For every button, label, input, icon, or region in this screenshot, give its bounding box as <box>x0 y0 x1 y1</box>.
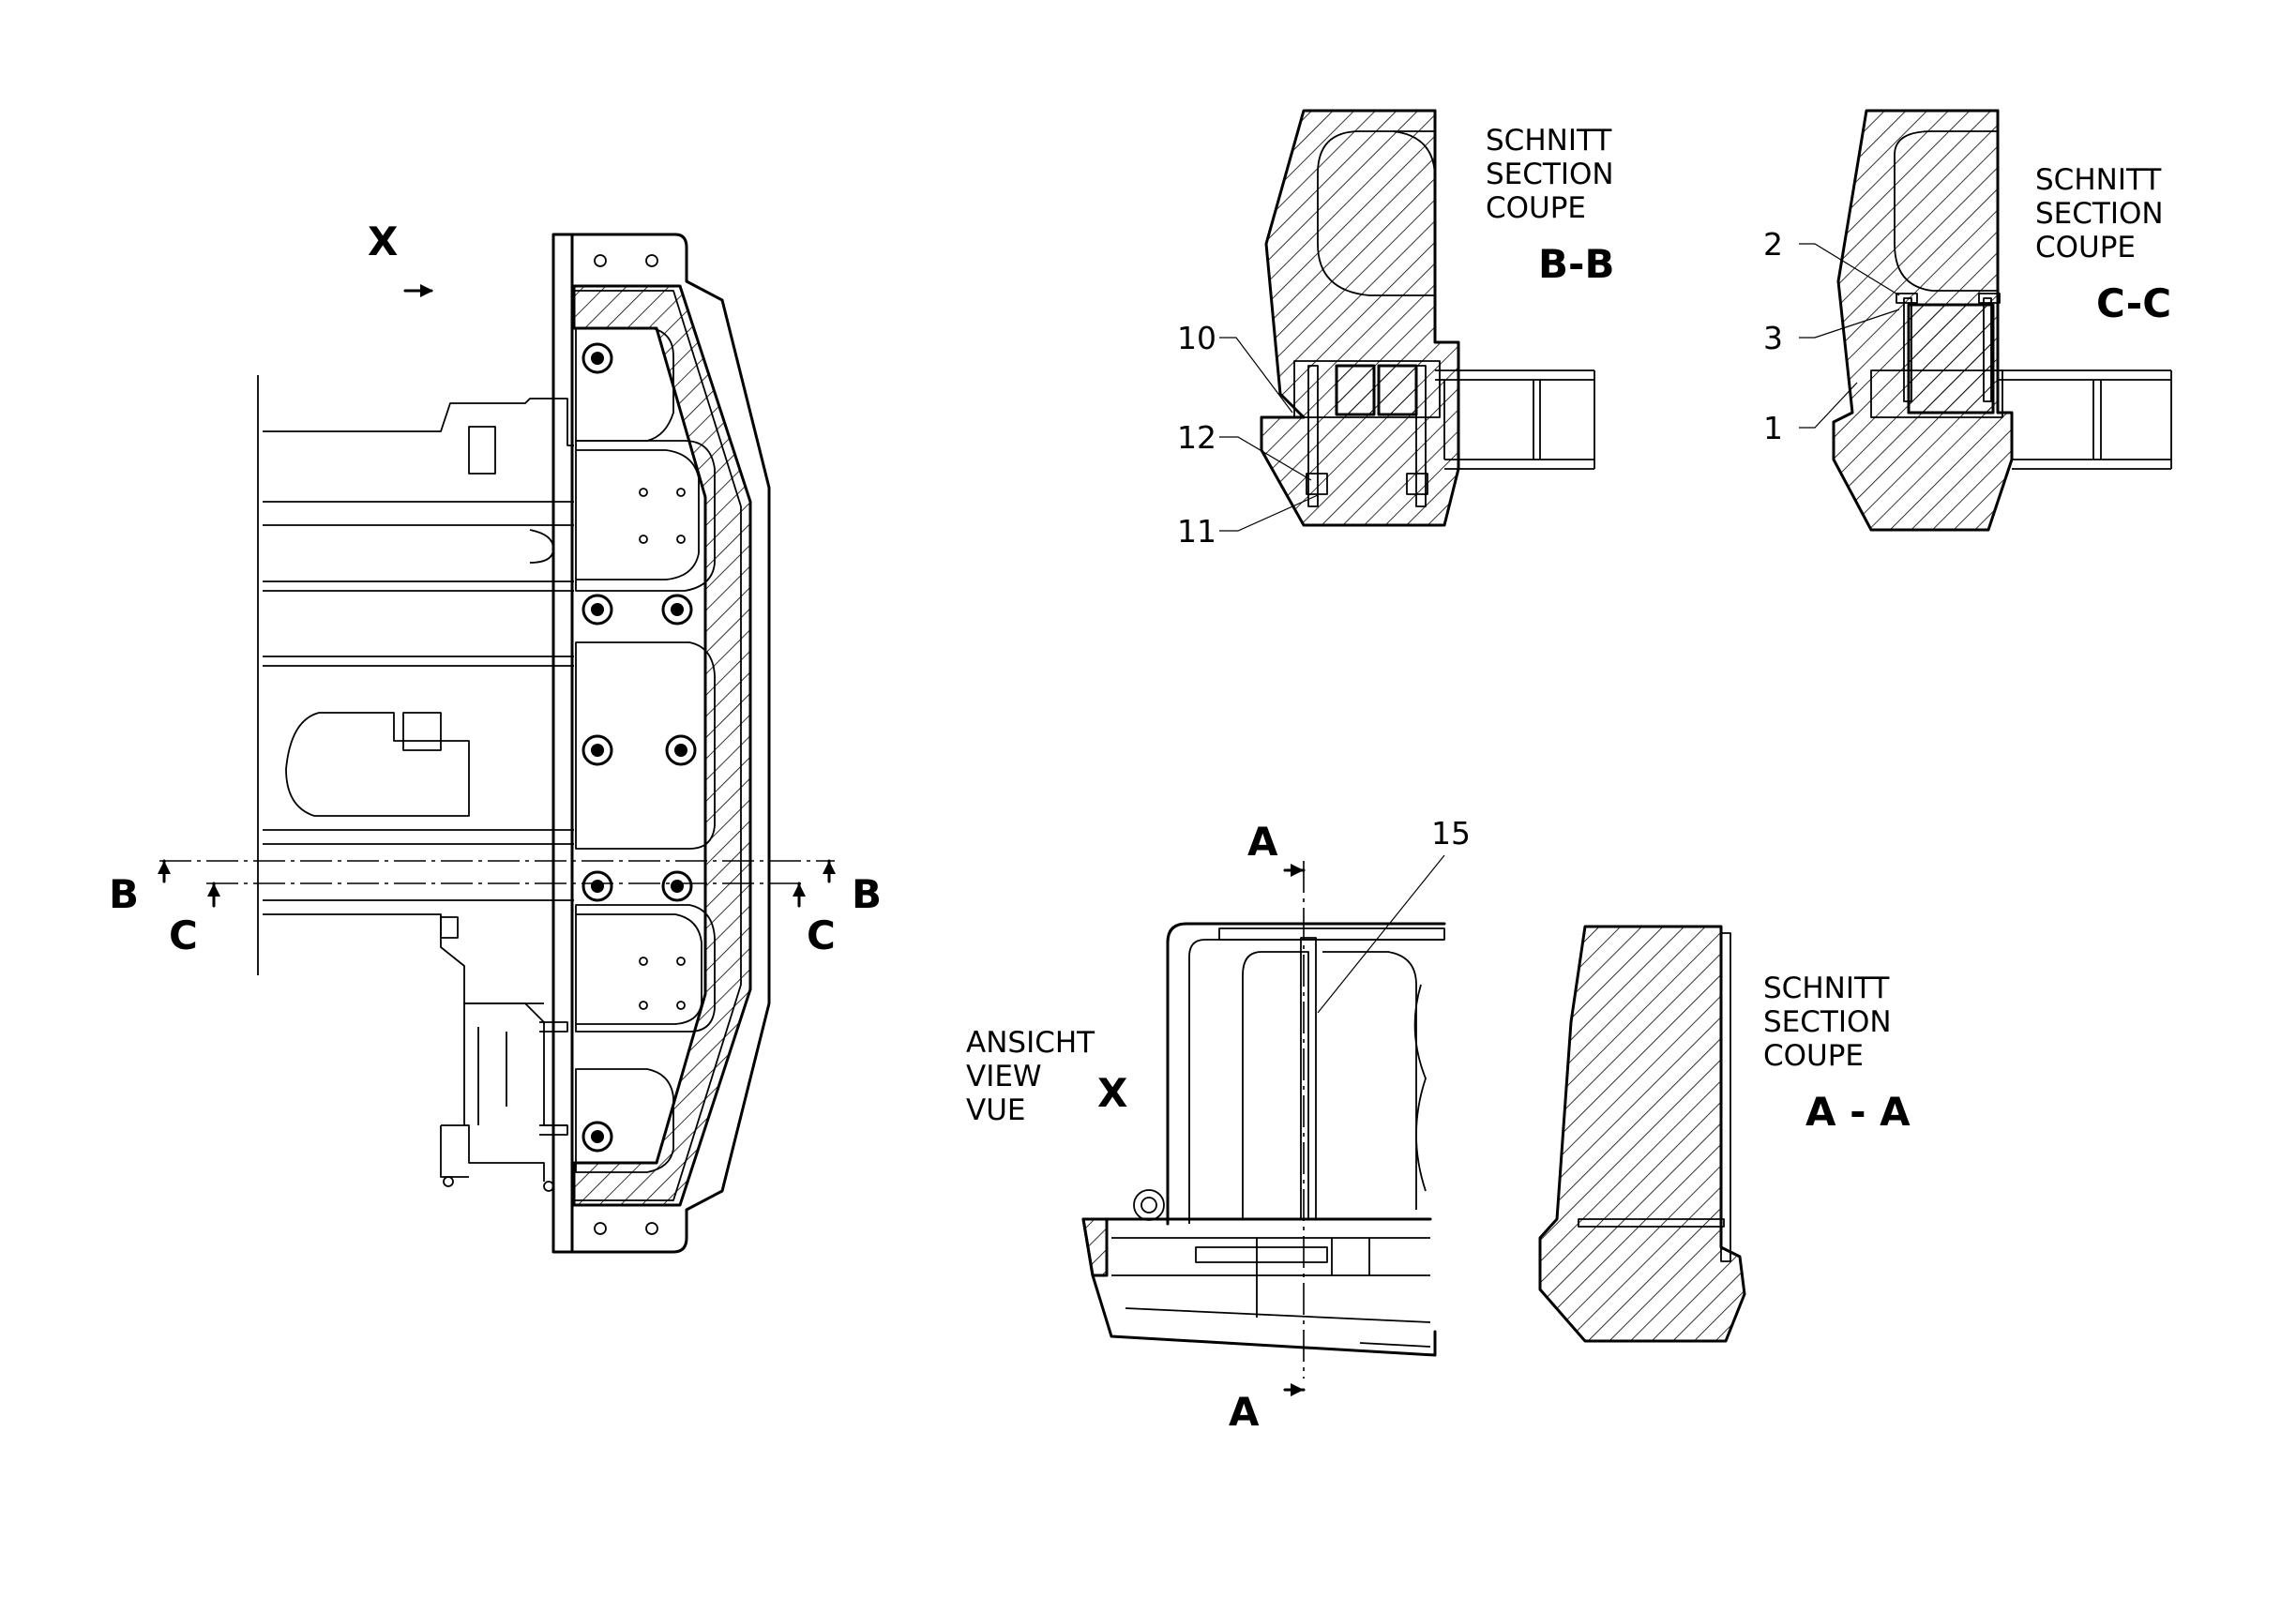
callout-15: 15 <box>1431 815 1471 852</box>
svg-text:COUPE: COUPE <box>1486 191 1586 225</box>
svg-text:B: B <box>852 871 882 917</box>
callout-12: 12 <box>1177 419 1216 456</box>
section-aa-title: A - A <box>1805 1089 1911 1135</box>
svg-text:SCHNITT: SCHNITT <box>1763 972 1890 1005</box>
marker-a-top: A <box>1247 819 1278 865</box>
machine-frame <box>257 375 574 1192</box>
svg-text:C: C <box>169 912 198 958</box>
svg-text:SCHNITT: SCHNITT <box>1486 124 1612 158</box>
section-aa-view: SCHNITT SECTION COUPE A - A <box>1538 925 1911 1343</box>
section-b-right: B <box>823 859 882 917</box>
svg-text:SECTION: SECTION <box>2035 197 2164 231</box>
callout-2: 2 <box>1763 226 1783 263</box>
svg-text:SECTION: SECTION <box>1763 1005 1892 1039</box>
callout-3: 3 <box>1763 320 1783 356</box>
callout-11: 11 <box>1177 513 1216 550</box>
view-x-detail: ANSICHT VIEW VUE X A A 15 <box>966 815 1471 1435</box>
view-x-marker: X <box>368 219 398 264</box>
section-b-left: B <box>109 859 171 917</box>
svg-text:C: C <box>807 912 836 958</box>
section-c-left: C <box>169 882 220 958</box>
svg-text:SCHNITT: SCHNITT <box>2035 163 2162 197</box>
section-cc-view: SCHNITT SECTION COUPE C-C 2 3 1 <box>1763 109 2172 532</box>
section-bb-title: B-B <box>1538 241 1614 287</box>
svg-text:ANSICHT: ANSICHT <box>966 1026 1095 1060</box>
marker-a-bottom: A <box>1229 1389 1260 1435</box>
svg-text:VIEW: VIEW <box>966 1060 1042 1093</box>
section-cc-title: C-C <box>2096 280 2171 326</box>
callout-1: 1 <box>1763 410 1783 446</box>
section-c-right: C <box>793 882 836 958</box>
main-view: X <box>109 219 882 1254</box>
svg-text:COUPE: COUPE <box>2035 231 2136 264</box>
svg-text:COUPE: COUPE <box>1763 1039 1864 1073</box>
svg-text:SECTION: SECTION <box>1486 158 1614 191</box>
svg-text:B: B <box>109 871 139 917</box>
section-bb-view: SCHNITT SECTION COUPE B-B 10 12 11 <box>1177 109 1614 550</box>
svg-text:VUE: VUE <box>966 1093 1025 1127</box>
bolt-row <box>582 342 697 1153</box>
ansicht-x-title: X <box>1097 1070 1127 1116</box>
callout-10: 10 <box>1177 320 1216 356</box>
